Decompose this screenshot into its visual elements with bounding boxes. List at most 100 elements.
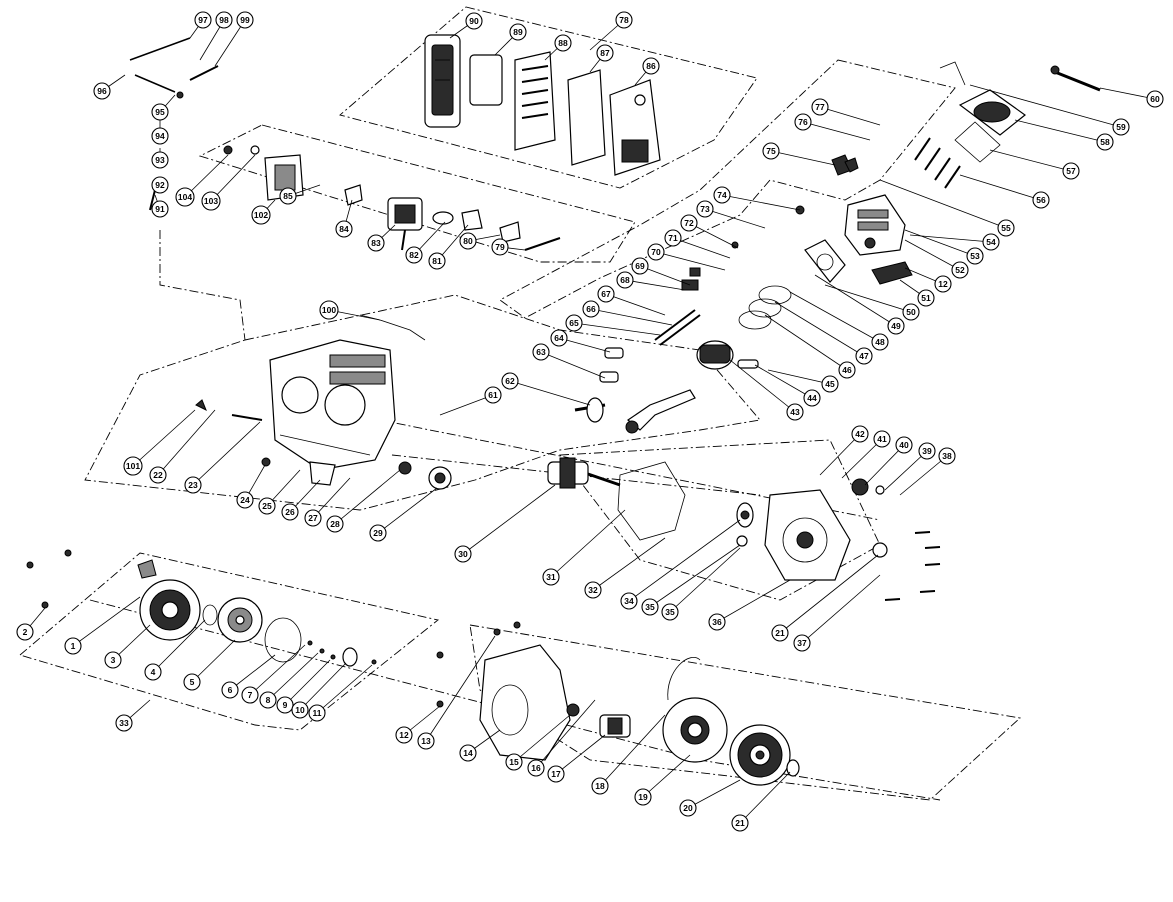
callout-number: 71 (668, 233, 678, 243)
callout-circle (509, 23, 527, 41)
callout-number: 36 (712, 617, 722, 627)
callout-circle (151, 200, 169, 218)
part-callout: 97 (194, 11, 212, 29)
callout-circle (616, 271, 634, 289)
callout-circle (938, 447, 956, 465)
part-callout: 38 (938, 447, 956, 465)
valve-cover (958, 89, 1026, 136)
part-callout: 21 (731, 814, 749, 832)
part-callout: 43 (786, 403, 804, 421)
part-callout: 42 (851, 425, 869, 443)
callout-number: 28 (330, 519, 340, 529)
callout-number: 7 (248, 690, 253, 700)
part-callout: 71 (664, 229, 682, 247)
part-callout: 22 (149, 466, 167, 484)
callout-number: 80 (463, 236, 473, 246)
valve-cover-gasket (954, 121, 1001, 163)
callout-number: 100 (322, 305, 336, 315)
callout-circle (144, 663, 162, 681)
callout-number: 72 (684, 218, 694, 228)
callout-number: 95 (155, 107, 165, 117)
callout-circle (151, 103, 169, 121)
part-callout: 32 (584, 581, 602, 599)
callout-circle (584, 581, 602, 599)
callout-number: 10 (295, 705, 305, 715)
callout-number: 38 (942, 451, 952, 461)
callout-circle (405, 246, 423, 264)
part-callout: 12 (395, 726, 413, 744)
carb-gasket-small (223, 145, 260, 155)
part-callout: 21 (771, 624, 789, 642)
callout-number: 86 (646, 61, 656, 71)
callout-circle (236, 491, 254, 509)
part-callout: 84 (335, 220, 353, 238)
callout-circle (505, 753, 523, 771)
callout-number: 22 (153, 470, 163, 480)
callout-circle (771, 624, 789, 642)
part-callout: 14 (459, 744, 477, 762)
callout-number: 57 (1066, 166, 1076, 176)
callout-circle (794, 113, 812, 131)
callout-number: 30 (458, 549, 468, 559)
part-callout: 68 (616, 271, 634, 289)
callout-number: 68 (620, 275, 630, 285)
callout-number: 77 (815, 102, 825, 112)
callout-number: 69 (635, 261, 645, 271)
part-callout: 45 (821, 375, 839, 393)
part-callout: 39 (918, 442, 936, 460)
camshaft (574, 397, 606, 423)
callout-number: 37 (797, 638, 807, 648)
ignition-coil (599, 714, 631, 738)
callout-circle (713, 186, 731, 204)
part-callout: 88 (554, 34, 572, 52)
callout-circle (917, 289, 935, 307)
part-callout: 31 (542, 568, 560, 586)
part-callout: 52 (951, 261, 969, 279)
part-callout: 51 (917, 289, 935, 307)
part-callout: 8 (259, 691, 277, 709)
part-callout: 17 (547, 765, 565, 783)
callout-circle (123, 456, 143, 476)
callout-circle (291, 701, 309, 719)
callout-number: 18 (595, 781, 605, 791)
head-gasket (804, 239, 846, 283)
callout-number: 62 (505, 376, 515, 386)
part-callout: 78 (615, 11, 633, 29)
valve-tappets (599, 347, 624, 383)
part-callout: 35 (661, 603, 679, 621)
callout-number: 12 (938, 279, 948, 289)
callout-circle (803, 389, 821, 407)
callout-number: 97 (198, 15, 208, 25)
callout-number: 84 (339, 224, 349, 234)
callout-number: 47 (859, 351, 869, 361)
part-callout: 10 (291, 701, 309, 719)
choke-rod (524, 237, 561, 251)
callout-circle (104, 651, 122, 669)
recoil-spring (264, 617, 302, 663)
part-callout: 85 (279, 187, 297, 205)
part-callout: 40 (895, 436, 913, 454)
part-callout: 69 (631, 257, 649, 275)
callout-circle (821, 375, 839, 393)
callout-circle (459, 232, 477, 250)
part-callout: 72 (680, 214, 698, 232)
cylinder-head (844, 194, 906, 256)
callout-number: 76 (798, 117, 808, 127)
callout-circle (679, 799, 697, 817)
axis-line-4 (391, 454, 761, 496)
callout-number: 52 (955, 265, 965, 275)
callout-circle (259, 691, 277, 709)
callout-circle (1096, 133, 1114, 151)
callout-number: 8 (266, 695, 271, 705)
callout-number: 13 (421, 736, 431, 746)
recoil-washer (202, 604, 218, 626)
part-callout: 3 (104, 651, 122, 669)
breather-bolt (1050, 65, 1101, 92)
callout-number: 65 (569, 318, 579, 328)
callout-number: 19 (638, 792, 648, 802)
part-callout: 73 (696, 200, 714, 218)
part-callout: 33 (115, 714, 133, 732)
part-callout: 44 (803, 389, 821, 407)
part-callout: 75 (762, 142, 780, 160)
callout-circle (319, 300, 339, 320)
